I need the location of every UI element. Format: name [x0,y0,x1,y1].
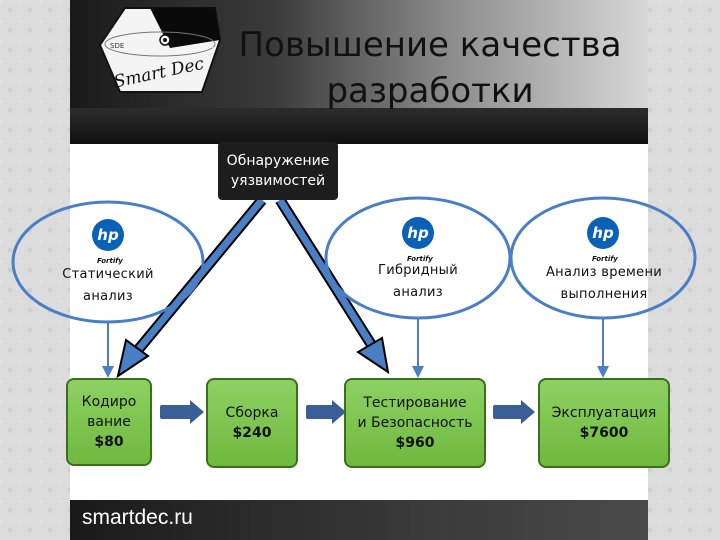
fortify-caption-static: Fortify [97,257,123,265]
hp-logo-icon: hp [587,217,619,249]
arrow-to-testing [275,197,390,375]
logo-small-left: SDE [110,42,124,50]
runtime-analysis-line1: Анализ времени [545,265,663,280]
stage-build-line1: Сборка [225,405,279,421]
arrow-to-coding [116,196,267,379]
svg-text:hp: hp [97,226,119,244]
stage-coding-line1: Кодиро [81,394,137,410]
fortify-caption-runtime: Fortify [592,255,618,263]
stage-build-cost: $240 [232,425,272,441]
static-analysis-label: Статический анализ [48,264,168,308]
arrow-runtime-to-operation [597,318,609,378]
stage-testing-line1: Тестирование [363,395,467,411]
arrow-static-to-coding [102,322,114,378]
hp-logo-icon: hp [402,217,434,249]
stage-coding-cost: $80 [94,434,124,450]
runtime-analysis-line2: выполнения [560,287,648,302]
footer-bar: smartdec.ru [70,500,648,540]
smartdec-logo-icon: SDE ДВС Smart Dec [98,7,222,93]
connector-coding-build [160,400,204,424]
svg-text:hp: hp [592,224,614,242]
vulnerability-line1: Обнаружение [226,153,330,169]
stage-operation-line1: Эксплуатация [551,405,657,421]
slide: SDE ДВС Smart Dec Повышение качества раз… [70,0,648,540]
arrow-hybrid-to-testing [412,318,424,378]
hp-logo-icon: hp [92,219,124,251]
hybrid-analysis-line2: анализ [393,285,443,300]
page-title: Повышение качества разработки [238,25,622,111]
hybrid-analysis-label: Гибридный анализ [362,260,474,304]
stage-build: Сборка $240 [206,378,298,468]
fortify-caption-hybrid: Fortify [407,255,433,263]
footer-site: smartdec.ru [82,506,193,529]
stage-testing-line2: и Безопасность [357,415,473,431]
static-analysis-line2: анализ [83,289,133,304]
vulnerability-detection-box: Обнаружение уязвимостей [218,142,338,200]
logo-small-right: ДВС [200,42,215,50]
stage-operation: Эксплуатация $7600 [538,378,670,468]
stage-testing: Тестирование и Безопасность $960 [344,378,486,468]
static-analysis-line1: Статический [62,267,154,282]
connector-build-testing [306,400,346,424]
svg-text:hp: hp [407,224,429,242]
stage-coding: Кодиро вание $80 [66,378,152,466]
header-dark-strip [70,108,648,144]
hybrid-analysis-line1: Гибридный [378,263,458,278]
stage-operation-cost: $7600 [579,425,629,441]
stage-coding-line2: вание [87,414,131,430]
stage-testing-cost: $960 [395,435,435,451]
runtime-analysis-label: Анализ времени выполнения [543,262,665,306]
connector-testing-operation [493,400,535,424]
vulnerability-line2: уязвимостей [230,173,326,189]
